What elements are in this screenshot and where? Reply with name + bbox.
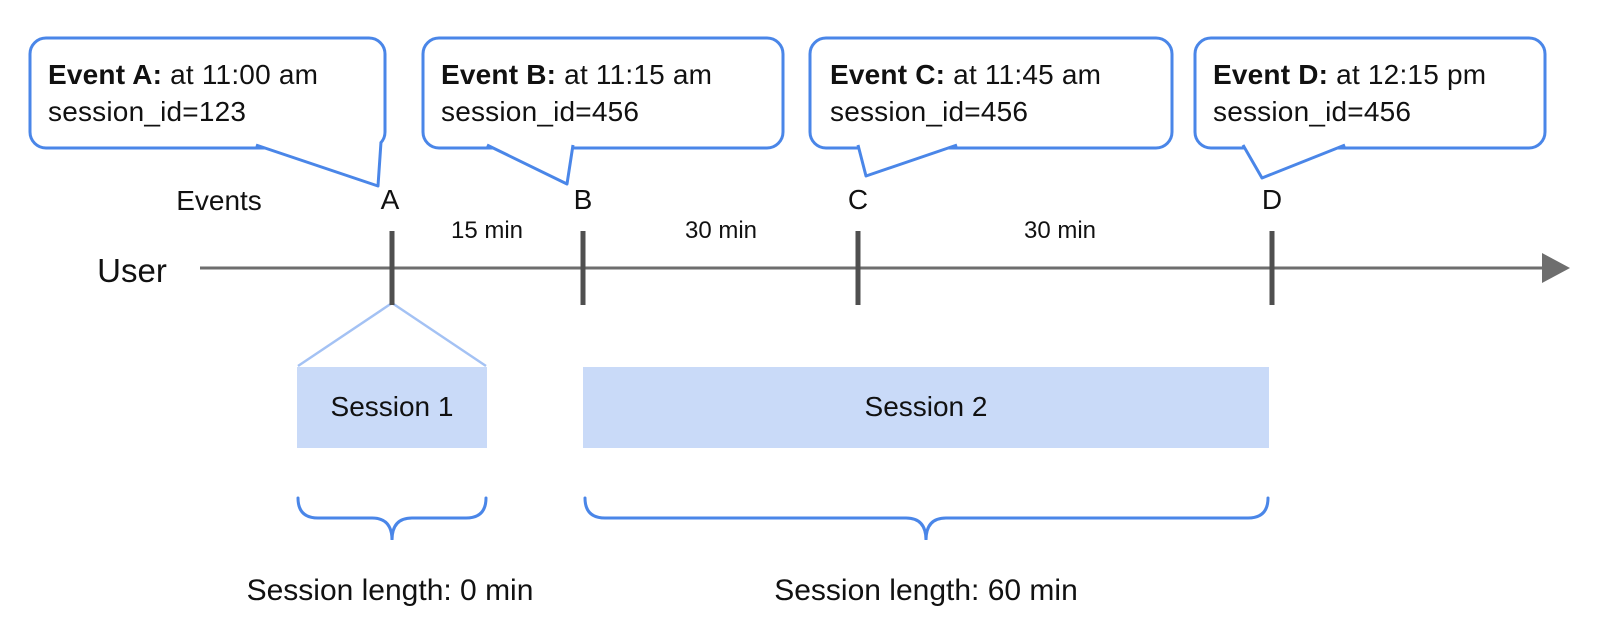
event-letter-a: A: [380, 184, 400, 215]
event-a-label: Event A:: [48, 59, 163, 90]
event-letter-b: B: [573, 184, 593, 215]
session-1-brace: [296, 496, 488, 541]
session-1-bar: [297, 367, 487, 448]
event-b-label: Event B:: [441, 59, 557, 90]
event-b-bubble-text: Event B: at 11:15 am session_id=456: [441, 56, 712, 130]
user-axis-label: User: [97, 252, 167, 289]
event-letter-d: D: [1261, 184, 1283, 215]
event-d-bubble: [1193, 36, 1547, 150]
session-2-bar: [583, 367, 1269, 448]
event-c-bubble-tail: [856, 143, 958, 178]
interval-c-d: 30 min: [1023, 217, 1097, 244]
interval-b-c: 30 min: [684, 217, 758, 244]
event-letter-c: C: [847, 184, 869, 215]
event-c-time: at 11:45 am: [945, 59, 1102, 90]
event-b-line1: Event B: at 11:15 am: [441, 56, 712, 93]
event-b-bubble-tail: [486, 143, 575, 186]
event-a-bubble-tail: [255, 141, 383, 188]
interval-a-b: 15 min: [450, 217, 524, 244]
session-1-name: Session 1: [330, 391, 454, 422]
event-a-time: at 11:00 am: [162, 59, 319, 90]
event-c-bubble-text: Event C: at 11:45 am session_id=456: [830, 56, 1101, 130]
event-c-bubble: [808, 36, 1174, 150]
event-c-label: Event C:: [830, 59, 946, 90]
event-b-time: at 11:15 am: [556, 59, 713, 90]
events-axis-label: Events: [176, 185, 262, 216]
event-b-session-id: session_id=456: [441, 96, 640, 127]
event-a-line1: Event A: at 11:00 am: [48, 56, 318, 93]
timeline-arrowhead: [1542, 253, 1570, 283]
event-a-bubble: [28, 36, 387, 150]
event-d-label: Event D:: [1213, 59, 1329, 90]
event-d-line1: Event D: at 12:15 pm: [1213, 56, 1486, 93]
session-2-brace: [583, 496, 1270, 541]
event-d-bubble-text: Event D: at 12:15 pm session_id=456: [1213, 56, 1486, 130]
event-c-line1: Event C: at 11:45 am: [830, 56, 1101, 93]
event-c-session-id: session_id=456: [830, 96, 1029, 127]
session-2-length-label: Session length: 60 min: [774, 574, 1078, 607]
event-b-bubble: [421, 36, 785, 150]
event-d-time: at 12:15 pm: [1328, 59, 1487, 90]
session-2-name: Session 2: [864, 391, 988, 422]
event-d-session-id: session_id=456: [1213, 96, 1412, 127]
event-a-session-id: session_id=123: [48, 96, 247, 127]
event-a-bubble-text: Event A: at 11:00 am session_id=123: [48, 56, 318, 130]
session-1-length-label: Session length: 0 min: [246, 574, 534, 607]
funnel-lines: [297, 301, 487, 368]
event-d-bubble-tail: [1241, 143, 1346, 180]
